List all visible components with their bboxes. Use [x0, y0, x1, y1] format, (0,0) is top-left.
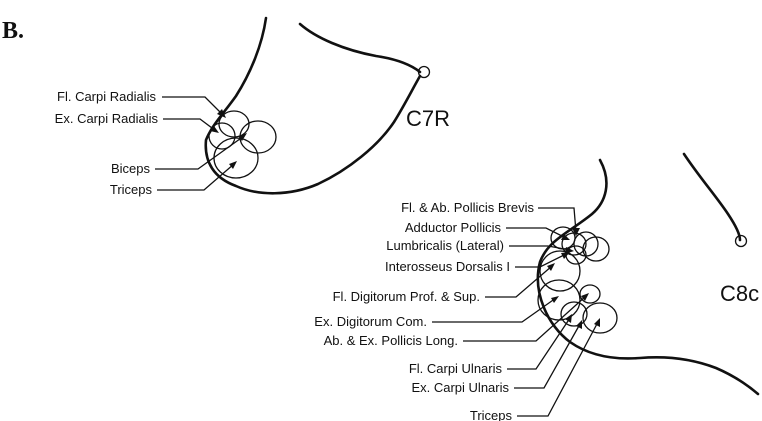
- arrowhead: [594, 318, 600, 327]
- label-triceps-c8: Triceps: [470, 408, 513, 421]
- site-circle: [240, 121, 276, 153]
- c8-level-label: C8c: [720, 281, 759, 306]
- arrowhead: [576, 320, 582, 329]
- label-fl-digitorum: Fl. Digitorum Prof. & Sup.: [333, 289, 480, 304]
- leader-line: [506, 228, 566, 238]
- label-interosseus-dorsalis: Interosseus Dorsalis I: [385, 259, 510, 274]
- leader-line: [514, 324, 580, 388]
- leader-line: [157, 164, 234, 190]
- label-fl-carpi-radialis: Fl. Carpi Radialis: [57, 89, 156, 104]
- site-circle: [538, 280, 580, 320]
- label-triceps: Triceps: [110, 182, 153, 197]
- arrowhead: [565, 314, 572, 323]
- leader-line: [163, 119, 216, 131]
- label-ex-digitorum-com: Ex. Digitorum Com.: [314, 314, 427, 329]
- label-ex-carpi-ulnaris: Ex. Carpi Ulnaris: [411, 380, 509, 395]
- label-fl-carpi-ulnaris: Fl. Carpi Ulnaris: [409, 361, 503, 376]
- label-adductor-pollicis: Adductor Pollicis: [405, 220, 502, 235]
- c7-body-outline: [206, 18, 430, 193]
- label-ab-ex-pollicis-long: Ab. & Ex. Pollicis Long.: [324, 333, 458, 348]
- arrowhead: [551, 296, 559, 303]
- arrowhead: [561, 252, 570, 259]
- leader-line: [507, 318, 570, 369]
- c8-body-outline: [538, 154, 758, 394]
- c7-level-label: C7R: [406, 106, 450, 131]
- label-biceps: Biceps: [111, 161, 151, 176]
- label-fl-ab-pollicis-brevis: Fl. & Ab. Pollicis Brevis: [401, 200, 534, 215]
- site-circle: [580, 285, 600, 303]
- c7-site-circles: [209, 111, 276, 178]
- leader-line: [162, 97, 224, 116]
- panel-label: B.: [2, 18, 24, 44]
- label-lumbricalis-lateral: Lumbricalis (Lateral): [386, 238, 504, 253]
- site-circle: [583, 237, 609, 261]
- label-ex-carpi-radialis: Ex. Carpi Radialis: [55, 111, 159, 126]
- site-circle: [214, 138, 258, 178]
